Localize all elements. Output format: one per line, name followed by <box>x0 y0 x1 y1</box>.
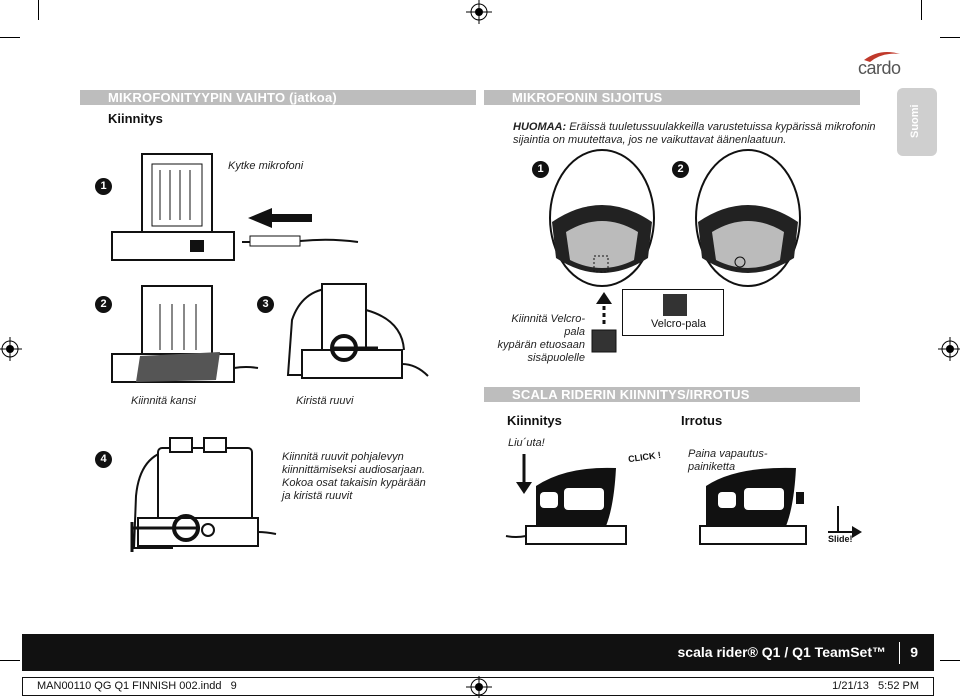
note-label: HUOMAA: <box>513 121 567 133</box>
crop-mark <box>921 0 922 20</box>
step4-caption-line: kiinnittämiseksi audiosarjaan. <box>282 464 426 476</box>
crop-mark <box>940 37 960 38</box>
slide-label: Slide! <box>828 534 853 544</box>
crop-mark <box>0 660 20 661</box>
velcro-label: Velcro-pala <box>651 318 707 330</box>
logo-swoosh-icon <box>864 52 900 62</box>
print-slug: MAN00110 QG Q1 FINNISH 002.indd 9 1/21/1… <box>22 677 934 696</box>
crop-mark <box>0 37 20 38</box>
velcro-caption: Kiinnitä Velcro-pala kypärän etuosaan si… <box>495 313 585 365</box>
detach-heading: Irrotus <box>681 413 723 428</box>
crop-mark <box>38 0 39 20</box>
crop-mark <box>940 660 960 661</box>
section-bar-mic-change: MIKROFONITYYPIN VAIHTO (jatkoa) <box>80 90 476 105</box>
section-bar-mic-position: MIKROFONIN SIJOITUS <box>484 90 860 105</box>
registration-mark-icon <box>466 0 492 24</box>
footer-page-number: 9 <box>910 644 918 660</box>
velcro-caption-line: Kiinnitä Velcro-pala <box>511 313 585 338</box>
logo-text: cardo <box>858 58 901 78</box>
print-slug-date: 1/21/13 5:52 PM <box>832 680 919 692</box>
attach-heading: Kiinnitys <box>507 413 562 428</box>
release-caption-line: Paina vapautus- <box>688 448 768 460</box>
note-line: Eräissä tuuletussuulakkeilla varustetuis… <box>566 121 876 133</box>
section-bar-attach-detach: SCALA RIDERIN KIINNITYS/IRROTUS AUDIOSAR… <box>484 387 860 417</box>
velcro-caption-line: kypärän etuosaan <box>497 339 585 351</box>
step2-illustration <box>111 285 259 383</box>
step4-caption-line: Kokoa osat takaisin kypärään <box>282 477 426 489</box>
language-tab: Suomi <box>897 88 937 156</box>
helmets-illustration <box>549 149 801 287</box>
step3-caption: Kiristä ruuvi <box>296 395 354 407</box>
registration-mark-icon <box>938 337 960 361</box>
velcro-arrow-icon <box>591 292 617 353</box>
step-number-3: 3 <box>257 296 274 313</box>
release-caption-line: painiketta <box>688 461 736 473</box>
slide-caption: Liu´uta! <box>508 437 545 449</box>
helmet-number-2: 2 <box>672 161 689 178</box>
footer-divider <box>899 642 900 664</box>
step4-caption-line: Kiinnitä ruuvit pohjalevyn <box>282 451 404 463</box>
left-heading: Kiinnitys <box>108 111 163 126</box>
footer-product-name: scala rider® Q1 / Q1 TeamSet™ <box>677 644 886 660</box>
step4-illustration <box>130 437 277 552</box>
step3-illustration <box>286 283 429 379</box>
step-number-4: 4 <box>95 451 112 468</box>
step1-illustration <box>111 153 359 261</box>
step2-caption: Kiinnitä kansi <box>131 395 196 407</box>
step4-caption-line: ja kiristä ruuvit <box>282 490 353 502</box>
step-number-1: 1 <box>95 178 112 195</box>
helmet-number-1: 1 <box>532 161 549 178</box>
velcro-swatch <box>663 294 687 316</box>
step4-caption: Kiinnitä ruuvit pohjalevyn kiinnittämise… <box>282 451 426 503</box>
language-tab-label: Suomi <box>909 104 921 138</box>
registration-mark-icon <box>0 337 22 361</box>
velcro-caption-line: sisäpuolelle <box>527 352 585 364</box>
print-slug-file: MAN00110 QG Q1 FINNISH 002.indd 9 <box>37 680 237 692</box>
note-line: sijaintia on muutettava, jos ne vaikutta… <box>513 134 787 146</box>
velcro-piece-box: Velcro-pala <box>622 289 724 336</box>
release-caption: Paina vapautus- painiketta <box>688 448 768 474</box>
attach-detach-illustration <box>505 454 862 545</box>
note-text: HUOMAA: Eräissä tuuletussuulakkeilla var… <box>513 121 876 147</box>
step-number-2: 2 <box>95 296 112 313</box>
footer-bar: scala rider® Q1 / Q1 TeamSet™ 9 <box>22 634 934 671</box>
step1-caption: Kytke mikrofoni <box>228 160 304 172</box>
